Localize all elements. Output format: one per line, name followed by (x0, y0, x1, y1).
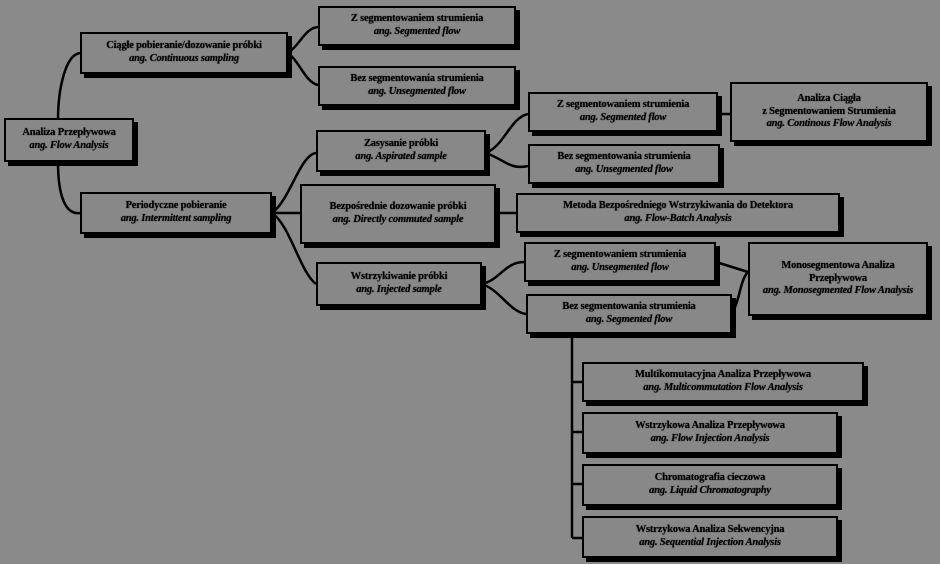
node-injected-segmented-en: ang. Segmented flow (585, 314, 673, 325)
connector-injected-unsegmented (481, 260, 525, 286)
node-continuous-en: ang. Continuous sampling (129, 53, 239, 64)
node-continuous-unsegmented-title: Bez segmentowania strumienia (350, 73, 484, 85)
node-fba-en: ang. Flow-Batch Analysis (624, 213, 732, 224)
node-aspirated-sample: Zasysanie próbki ang. Aspirated sample (316, 130, 486, 172)
node-continuous-unsegmented-en: ang. Unsegmented flow (368, 86, 466, 97)
node-aspirated-title: Zasysanie próbki (363, 138, 439, 150)
node-continuous-flow-analysis: Analiza Ciągła z Segmentowaniem Strumien… (730, 82, 928, 142)
node-root-flow-analysis: Analiza Przepływowa ang. Flow Analysis (4, 118, 134, 162)
connector-aspirated-unsegmented (485, 151, 529, 169)
node-aspirated-en: ang. Aspirated sample (355, 151, 447, 162)
node-fba-title: Metoda Bezpośredniego Wstrzykiwania do D… (563, 200, 793, 212)
node-sia-title: Wstrzykowa Analiza Sekwencyjna (635, 524, 785, 536)
node-fia-en: ang. Flow Injection Analysis (650, 433, 770, 444)
node-injected-sample: Wstrzykiwanie próbki ang. Injected sampl… (316, 262, 482, 306)
node-cfa-subtitle: z Segmentowaniem Strumienia (762, 105, 896, 117)
node-aspirated-segmented-title: Z segmentowaniem strumienia (556, 99, 690, 111)
node-continuous-title: Ciągłe pobieranie/dozowanie próbki (106, 40, 262, 52)
node-continuous-sampling: Ciągłe pobieranie/dozowanie próbki ang. … (80, 32, 288, 74)
node-continuous-segmented-title: Z segmentowaniem strumienia (350, 13, 484, 25)
node-flow-batch-analysis: Metoda Bezpośredniego Wstrzykiwania do D… (516, 193, 840, 233)
node-flow-injection-analysis: Wstrzykowa Analiza Przepływowa ang. Flow… (582, 412, 838, 454)
node-root-en: ang. Flow Analysis (29, 140, 109, 151)
connector-injected-segmented (481, 282, 527, 316)
node-aspirated-unsegmented-title: Bez segmentowania strumienia (557, 151, 691, 163)
node-cfa-en: ang. Continous Flow Analysis (766, 118, 892, 130)
node-intermittent-title: Periodyczne pobieranie (125, 200, 227, 212)
node-lc-title: Chromatografia cieczowa (654, 472, 766, 484)
node-mono-title: Monosegmentowa Analiza Przepływowa (781, 259, 895, 284)
connector-root-intermittent (56, 161, 81, 215)
connector-unsegmented-mono (715, 260, 749, 274)
connector-continuous-segmented (287, 25, 319, 55)
node-injected-en: ang. Injected sample (356, 284, 442, 295)
node-continuous-unsegmented: Bez segmentowania strumienia ang. Unsegm… (318, 66, 516, 106)
node-direct-title: Bezpośrednie dozowanie próbki (329, 201, 467, 213)
node-root-title: Analiza Przepływowa (22, 127, 116, 139)
node-sequential-injection-analysis: Wstrzykowa Analiza Sekwencyjna ang. Sequ… (582, 516, 838, 558)
node-injected-title: Wstrzykiwanie próbki (350, 271, 448, 283)
connector-aspirated-segmented (485, 112, 529, 155)
node-aspirated-segmented-en: ang. Segmented flow (579, 112, 667, 123)
connector-root-continuous (56, 51, 81, 121)
node-injected-unsegmented-title: Z segmentowaniem strumienia (553, 249, 687, 261)
node-direct-en: ang. Directly commuted sample (332, 214, 464, 225)
node-cfa-title: Analiza Ciągła (797, 92, 861, 104)
node-liquid-chromatography: Chromatografia cieczowa ang. Liquid Chro… (582, 464, 838, 506)
node-mono-en: ang. Monosegmented Flow Analysis (762, 285, 914, 297)
node-injected-unsegmented: Z segmentowaniem strumienia ang. Unsegme… (524, 242, 716, 282)
node-multi-en: ang. Multicommutation Flow Analysis (643, 382, 803, 393)
node-continuous-segmented: Z segmentowaniem strumienia ang. Segment… (318, 6, 516, 46)
node-directly-commuted-sample: Bezpośrednie dozowanie próbki ang. Direc… (300, 184, 496, 244)
connector-intermittent-injected (271, 211, 317, 285)
node-sia-en: ang. Sequential Injection Analysis (639, 537, 781, 548)
node-multi-title: Multikomutacyjna Analiza Przepływowa (635, 369, 811, 381)
node-injected-segmented: Bez segmentowania strumienia ang. Segmen… (526, 294, 732, 334)
node-multicommutation-flow-analysis: Multikomutacyjna Analiza Przepływowa ang… (582, 362, 864, 402)
node-aspirated-unsegmented-en: ang. Unsegmented flow (575, 164, 673, 175)
node-continuous-segmented-en: ang. Segmented flow (373, 26, 461, 37)
node-injected-segmented-title: Bez segmentowania strumienia (562, 301, 696, 313)
node-aspirated-segmented: Z segmentowaniem strumienia ang. Segment… (528, 92, 718, 132)
node-intermittent-sampling: Periodyczne pobieranie ang. Intermittent… (80, 192, 272, 234)
connector-continuous-unsegmented (287, 52, 319, 87)
connector-segmented-mono (730, 271, 749, 315)
node-aspirated-unsegmented: Bez segmentowania strumienia ang. Unsegm… (528, 144, 720, 184)
node-injected-unsegmented-en: ang. Unsegmented flow (571, 262, 669, 273)
connector-intermittent-aspirated (271, 151, 317, 215)
node-monosegmented-flow-analysis: Monosegmentowa Analiza Przepływowa ang. … (748, 242, 928, 316)
node-fia-title: Wstrzykowa Analiza Przepływowa (635, 420, 785, 432)
node-lc-en: ang. Liquid Chromatography (649, 485, 771, 496)
node-intermittent-en: ang. Intermittent sampling (120, 213, 232, 224)
